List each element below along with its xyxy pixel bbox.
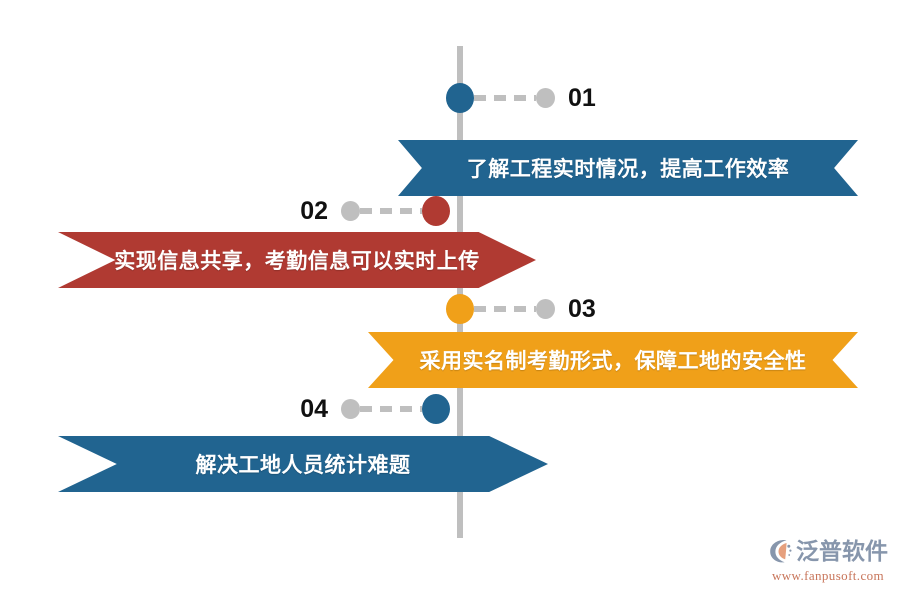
connector-end-dot-02 — [341, 201, 360, 221]
step-banner-04[interactable]: 解决工地人员统计难题 — [58, 436, 548, 492]
step-banner-label-03: 采用实名制考勤形式，保障工地的安全性 — [419, 350, 807, 373]
connector-dash-04 — [360, 406, 422, 412]
timeline-marker-04: 04 — [300, 394, 450, 424]
brand-logo-row: 泛普软件 — [766, 536, 890, 566]
connector-dash-02 — [360, 208, 422, 214]
node-dot-04 — [422, 394, 450, 424]
step-number-01: 01 — [568, 83, 596, 112]
node-dot-01 — [446, 83, 474, 113]
step-banner-label-01: 了解工程实时情况，提高工作效率 — [466, 158, 790, 181]
connector-end-dot-04 — [341, 399, 360, 419]
step-banner-label-02: 实现信息共享，考勤信息可以实时上传 — [114, 250, 480, 273]
step-banner-03[interactable]: 采用实名制考勤形式，保障工地的安全性 — [368, 332, 858, 388]
timeline-marker-01: 01 — [446, 83, 596, 113]
step-number-03: 03 — [568, 294, 596, 323]
connector-dash-01 — [474, 95, 536, 101]
step-number-02: 02 — [300, 196, 328, 225]
step-banner-label-04: 解决工地人员统计难题 — [195, 454, 411, 477]
brand-logo[interactable]: 泛普软件 www.fanpusoft.com — [766, 536, 890, 584]
connector-dash-03 — [474, 306, 536, 312]
timeline-marker-02: 02 — [300, 196, 450, 226]
connector-end-dot-01 — [536, 88, 555, 108]
step-number-04: 04 — [300, 394, 328, 423]
timeline-marker-03: 03 — [446, 294, 596, 324]
timeline-axis — [457, 46, 463, 538]
node-dot-03 — [446, 294, 474, 324]
brand-logo-url: www.fanpusoft.com — [771, 568, 885, 583]
connector-end-dot-03 — [536, 299, 555, 319]
step-banner-01[interactable]: 了解工程实时情况，提高工作效率 — [398, 140, 858, 196]
fanpu-logo-icon — [766, 537, 794, 565]
step-banner-02[interactable]: 实现信息共享，考勤信息可以实时上传 — [58, 232, 536, 288]
brand-logo-name: 泛普软件 — [796, 537, 888, 564]
node-dot-02 — [422, 196, 450, 226]
